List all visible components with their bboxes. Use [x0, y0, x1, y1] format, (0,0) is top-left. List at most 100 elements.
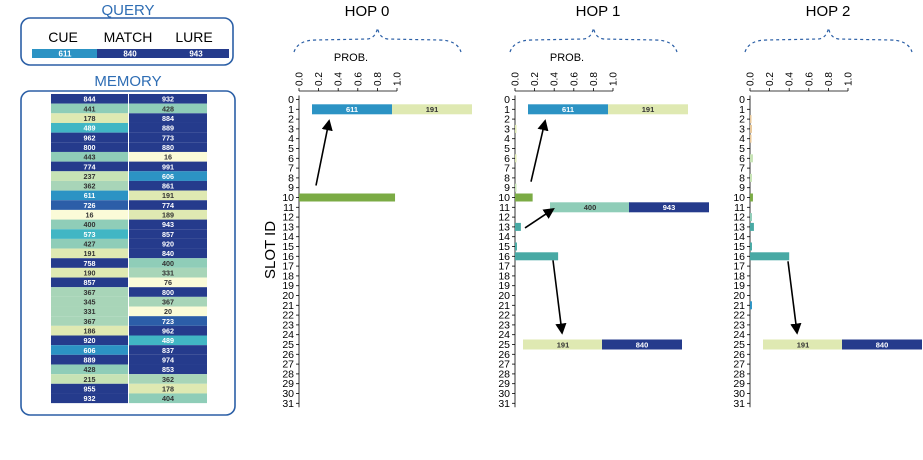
memory-row-17-value-cell [129, 258, 207, 268]
memory-row-21-key-cell [51, 296, 128, 307]
hop-1-slot-label: 10 [498, 192, 510, 204]
hop-0-slot-label: 5 [288, 143, 294, 155]
hop-2-prob-bar-slot-16 [750, 252, 790, 261]
hop-2-prob-bar-slot-8 [750, 173, 752, 182]
memory-row-2-value-text: 884 [162, 114, 174, 123]
memory-row-31-key-text: 932 [84, 394, 96, 403]
hop-1-slot-label: 28 [498, 368, 510, 380]
memory-row-29-key-cell [51, 374, 128, 384]
memory-row-19-key-text: 857 [84, 278, 96, 287]
hop-1-slot-label: 3 [504, 123, 510, 135]
hop-1-xlabel: PROB. [550, 52, 584, 64]
hop-2-slot-label: 12 [733, 212, 745, 224]
hop-1-readout-0-key-cell [528, 104, 608, 115]
memory-row-11-value-text: 774 [162, 201, 174, 210]
memory-row-14-key-cell [51, 229, 128, 239]
hop-1-slot-label: 31 [498, 398, 510, 410]
memory-row-30-key-cell [51, 383, 128, 394]
hop-2-slot-label: 14 [733, 231, 745, 243]
hop-2-slot-label: 5 [739, 143, 745, 155]
hop-0-readout-0-value-text: 191 [426, 105, 439, 114]
memory-row-6-key-cell [51, 151, 128, 162]
query-header-lure: LURE [175, 29, 212, 45]
hop-2-slot-label: 3 [739, 123, 745, 135]
memory-row-8-key-cell [51, 171, 128, 181]
hop-0-slot-label: 13 [282, 221, 294, 233]
memory-row-12-value-cell [129, 209, 207, 220]
memory-row-22-key-text: 331 [84, 307, 96, 316]
hop-0-x-tick-label: 0.0 [295, 72, 306, 86]
memory-row-26-key-cell [51, 345, 128, 355]
memory-row-11-value-cell [129, 200, 207, 210]
memory-row-20-value-text: 800 [162, 288, 174, 297]
memory-row-6-key-text: 443 [84, 153, 96, 162]
hop-0-slot-label: 27 [282, 359, 294, 371]
memory-row-22-value-text: 20 [164, 307, 172, 316]
hop-2-x-tick-label: 0.4 [785, 72, 796, 86]
hop-2-prob-bar-slot-21 [750, 301, 752, 310]
memory-row-31-value-cell [129, 393, 207, 404]
hop-1-arrow-1 [524, 208, 555, 229]
hop-1-slot-label: 13 [498, 221, 510, 233]
hop-0-slot-label: 2 [288, 114, 294, 126]
memory-row-4-value-text: 773 [162, 133, 174, 142]
hop-0-slot-label: 24 [282, 329, 294, 341]
query-value-1-cell [97, 49, 163, 58]
memory-row-30-value-text: 178 [162, 384, 174, 393]
hop-2-x-tick-label: 0.6 [804, 72, 815, 86]
hop-1-slot-label: 26 [498, 349, 510, 361]
memory-row-18-value-text: 331 [162, 269, 174, 278]
hop-2-slot-label: 4 [739, 133, 745, 145]
hop-2-prob-bar-slot-2 [750, 115, 752, 124]
memory-row-13-value-text: 943 [162, 220, 174, 229]
hop-1-slot-label: 29 [498, 378, 510, 390]
memory-row-21-value-text: 367 [162, 297, 174, 306]
hop-2-slot-label: 24 [733, 329, 745, 341]
memory-row-3-key-cell [51, 122, 128, 133]
hop-2-slot-label: 30 [733, 388, 745, 400]
memory-row-11-key-text: 726 [84, 201, 96, 210]
hop-0-slot-label: 26 [282, 349, 294, 361]
memory-row-18-key-cell [51, 267, 128, 278]
hop-0-slot-label: 15 [282, 241, 294, 253]
memory-row-2-key-text: 178 [84, 114, 96, 123]
memory-row-20-value-cell [129, 287, 207, 297]
hop-2-slot-label: 21 [733, 300, 745, 312]
hop-1-slot-label: 20 [498, 290, 510, 302]
memory-row-10-key-cell [51, 190, 128, 201]
hop-0-x-tick-label: 0.2 [314, 72, 325, 86]
query-header-match: MATCH [104, 29, 153, 45]
hop-0-slot-label: 22 [282, 310, 294, 322]
hop-2-slot-label: 22 [733, 310, 745, 322]
hop-2-x-tick-label: 0.0 [746, 72, 757, 86]
hop-0-slot-label: 4 [288, 133, 294, 145]
hop-2-prob-bar-slot-15 [750, 242, 752, 251]
hop-1-readout-2-key-text: 191 [557, 340, 570, 349]
memory-row-19-value-cell [129, 277, 207, 288]
memory-row-14-key-text: 573 [84, 230, 96, 239]
hop-1-title: HOP 1 [576, 3, 621, 20]
hop-0-slot-label: 7 [288, 163, 294, 175]
memory-row-3-value-cell [129, 122, 207, 133]
hop-1-slot-label: 4 [504, 133, 510, 145]
memory-row-18-value-cell [129, 267, 207, 278]
hop-2-slot-label: 16 [733, 251, 745, 263]
memory-row-1-key-text: 441 [84, 104, 96, 113]
hop-2-brace [744, 27, 913, 53]
hop-0-brace [293, 27, 462, 53]
hop-0-slot-label: 19 [282, 280, 294, 292]
hop-2-slot-label: 27 [733, 359, 745, 371]
memory-row-31-key-cell [51, 393, 128, 404]
hop-1-arrow-0 [530, 119, 549, 182]
hop-0-slot-label: 30 [282, 388, 294, 400]
hop-0-slot-label: 20 [282, 290, 294, 302]
hop-1-slot-label: 0 [504, 94, 510, 106]
memory-row-9-value-text: 861 [162, 182, 174, 191]
hop-0-slot-label: 6 [288, 153, 294, 165]
memory-row-27-value-text: 974 [162, 355, 174, 364]
memory-row-2-key-cell [51, 113, 128, 123]
memory-row-11-key-cell [51, 200, 128, 210]
memory-row-28-value-cell [129, 364, 207, 375]
memory-row-20-key-cell [51, 287, 128, 297]
hop-0-slot-label: 1 [288, 104, 294, 116]
